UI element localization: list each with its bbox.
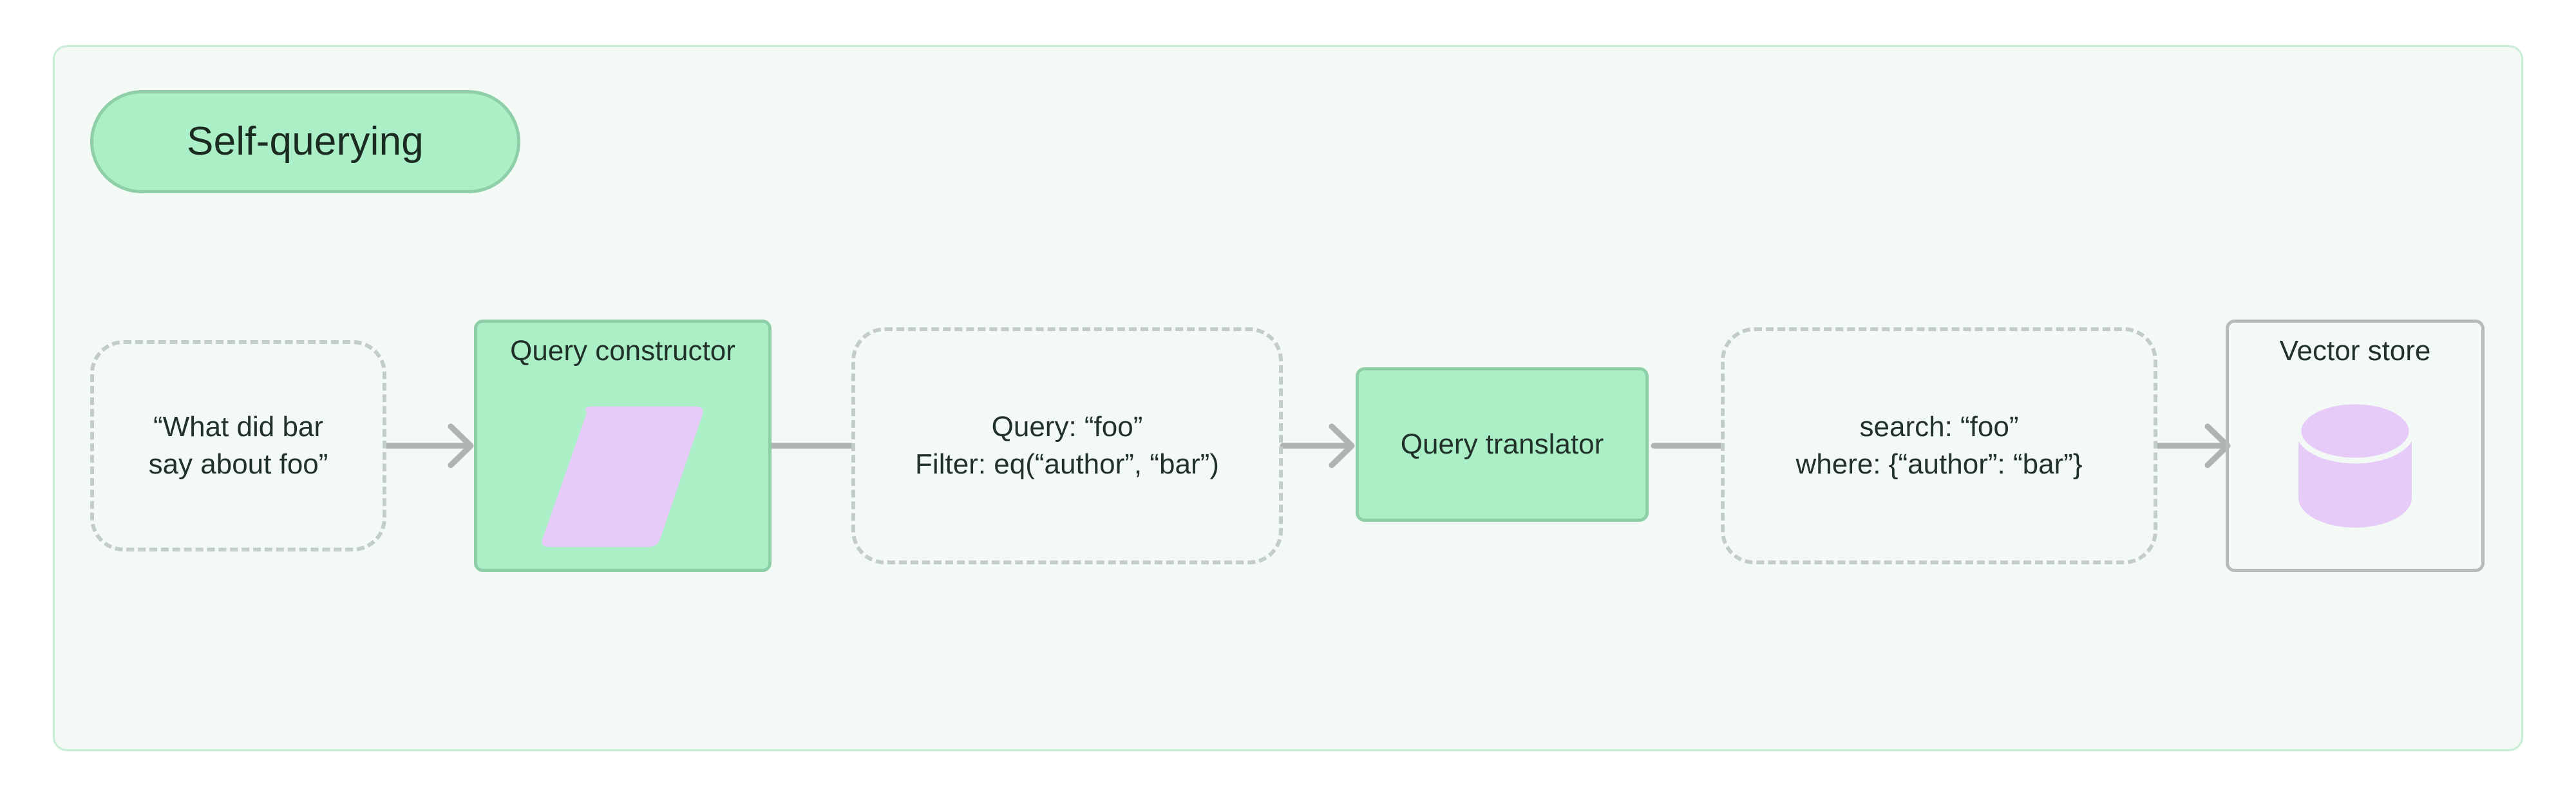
subgraph-title-label: Self-querying bbox=[187, 119, 424, 164]
node-user-question[interactable]: “What did bar say about foo” bbox=[90, 340, 386, 551]
database-cylinder-icon bbox=[2295, 398, 2416, 531]
node-user-question-line-1: “What did bar bbox=[153, 410, 324, 443]
node-structured-query[interactable]: Query: “foo” Filter: eq(“author”, “bar”) bbox=[851, 327, 1283, 564]
node-user-question-line-2: say about foo” bbox=[148, 448, 328, 480]
node-native-query-line-2: where: {“author”: “bar”} bbox=[1795, 448, 2083, 480]
node-query-translator-title: Query translator bbox=[1400, 428, 1604, 460]
node-query-translator[interactable]: Query translator bbox=[1356, 367, 1649, 522]
node-native-query-line-1: search: “foo” bbox=[1859, 410, 2019, 443]
node-vector-store-title: Vector store bbox=[2279, 335, 2431, 367]
parallelogram-icon bbox=[534, 405, 712, 551]
node-native-query[interactable]: search: “foo” where: {“author”: “bar”} bbox=[1721, 327, 2157, 564]
node-structured-query-line-2: Filter: eq(“author”, “bar”) bbox=[915, 448, 1219, 480]
subgraph-title-pill: Self-querying bbox=[90, 90, 520, 193]
node-structured-query-line-1: Query: “foo” bbox=[991, 410, 1143, 443]
node-query-constructor-title: Query constructor bbox=[510, 335, 735, 367]
node-query-constructor[interactable]: Query constructor bbox=[474, 320, 772, 572]
node-vector-store[interactable]: Vector store bbox=[2226, 320, 2485, 572]
